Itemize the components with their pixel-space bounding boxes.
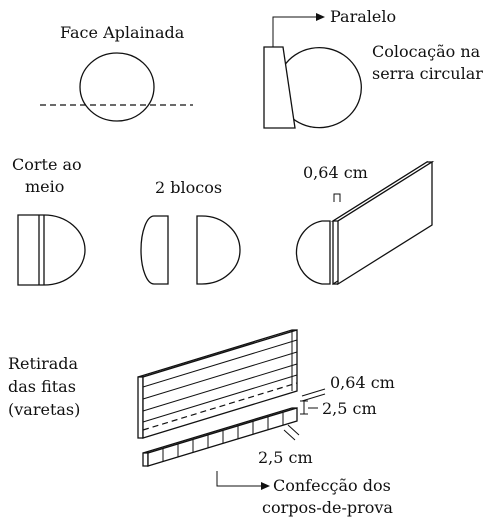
paralelo-arrowhead: [316, 13, 325, 21]
step-confeccao: Confecção dos corpos-de-prova: [216, 471, 393, 517]
vareta-left-end: [142, 452, 149, 467]
label-paralelo: Paralelo: [330, 7, 396, 26]
label-espessura: 0,64 cm: [303, 163, 368, 182]
thickness-bracket: [333, 193, 341, 202]
label-dois-blocos: 2 blocos: [155, 178, 222, 197]
label-face-aplainada: Face Aplainada: [60, 23, 185, 42]
label-confeccao-line2: corpos-de-prova: [262, 498, 393, 517]
strip-line-2: [142, 351, 298, 400]
label-confeccao-line1: Confecção dos: [273, 476, 391, 495]
label-colocacao-line2: serra circular: [372, 64, 483, 83]
step-face-aplainada: Face Aplainada: [40, 23, 193, 122]
log-on-saw: [283, 46, 362, 129]
strip-line-1: [142, 339, 298, 388]
label-corte-line2: meio: [25, 177, 64, 196]
leader-2-5-piece: [283, 424, 300, 441]
confeccao-arrowhead: [261, 482, 270, 490]
confeccao-leader: [216, 471, 262, 487]
step-slab-thickness: 0,64 cm: [295, 160, 435, 286]
step-dois-blocos: 2 blocos: [140, 178, 241, 285]
label-prova-largura: 2,5 cm: [258, 448, 313, 467]
label-retirada-line2: das fitas: [8, 377, 76, 396]
leader-0-64-b: [301, 393, 326, 402]
label-fita-largura: 2,5 cm: [322, 399, 377, 418]
leader-0-64: [301, 388, 326, 397]
label-fita-espessura: 0,64 cm: [330, 373, 395, 392]
strip-line-3: [142, 363, 298, 412]
log-cross-section: [79, 52, 155, 122]
step-colocacao-serra: Paralelo Colocação na serra circular: [263, 7, 483, 129]
step-retirada-fitas: Retirada das fitas (varetas) 0,64 cm 2,5…: [8, 329, 395, 467]
label-corte-line1: Corte ao: [12, 155, 82, 174]
board-left-end: [137, 376, 144, 439]
board-front-face: [142, 329, 298, 439]
strip-line-dashed: [142, 382, 298, 431]
block-right: [196, 215, 241, 285]
label-retirada-line1: Retirada: [8, 354, 78, 373]
bracket-2-5-width: [300, 400, 318, 415]
block-half-round: [295, 220, 331, 285]
paralelo-leader: [272, 16, 317, 47]
block-left: [140, 215, 169, 285]
label-colocacao-line1: Colocação na: [372, 42, 481, 61]
label-retirada-line3: (varetas): [8, 400, 80, 419]
log-cut-in-half: [17, 214, 86, 286]
parallel-fence: [263, 46, 296, 129]
strip-line-4: [142, 374, 298, 423]
step-corte-ao-meio: Corte ao meio: [12, 155, 86, 286]
